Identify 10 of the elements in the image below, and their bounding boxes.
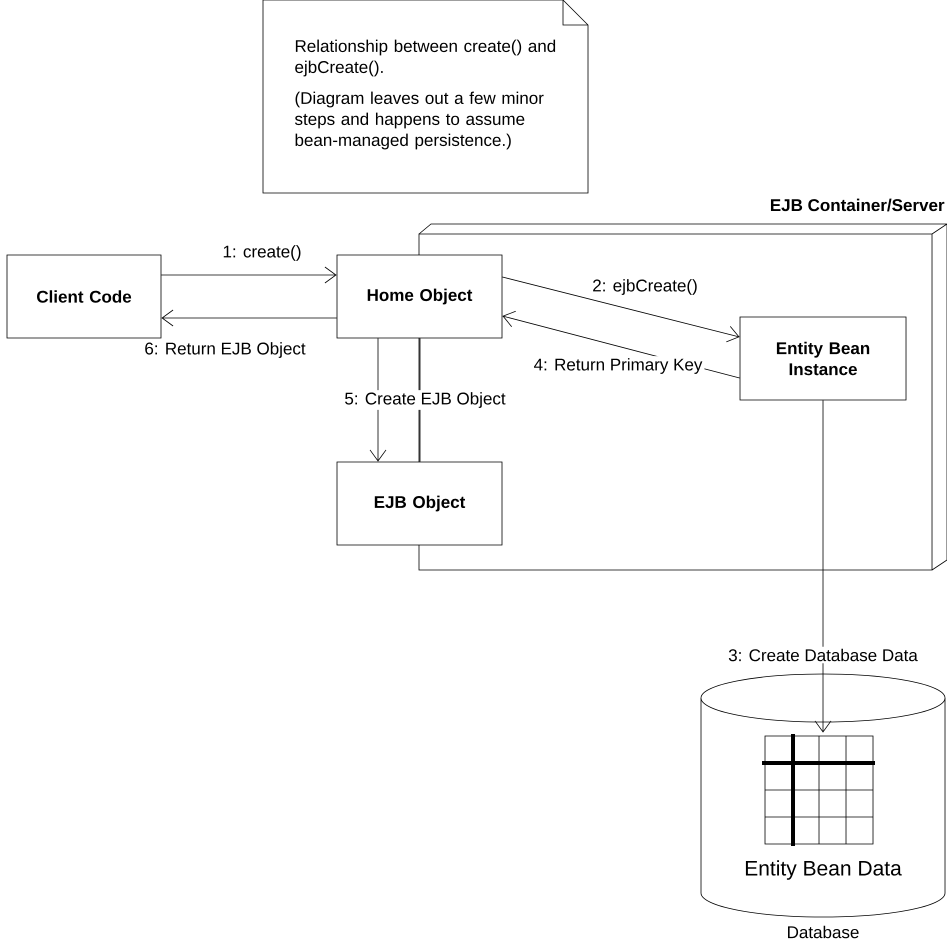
edge-label: 1: create() (220, 243, 304, 263)
database-caption: Database (788, 926, 859, 938)
object-box: Client Code (6, 254, 162, 338)
arrow (161, 310, 337, 326)
container-title: EJB Container/Server (770, 198, 944, 212)
data-label: Entity Bean Data (746, 860, 902, 880)
edge-label: 6: Return EJB Object (142, 340, 308, 360)
note-box: Relationship between create() and ejbCreate(). (Diagram leaves out a few minor steps and happens to assume bean-managed persistence.) (262, 0, 588, 194)
edge-label: 3: Create Database Data (726, 646, 920, 664)
arrow (161, 266, 337, 284)
